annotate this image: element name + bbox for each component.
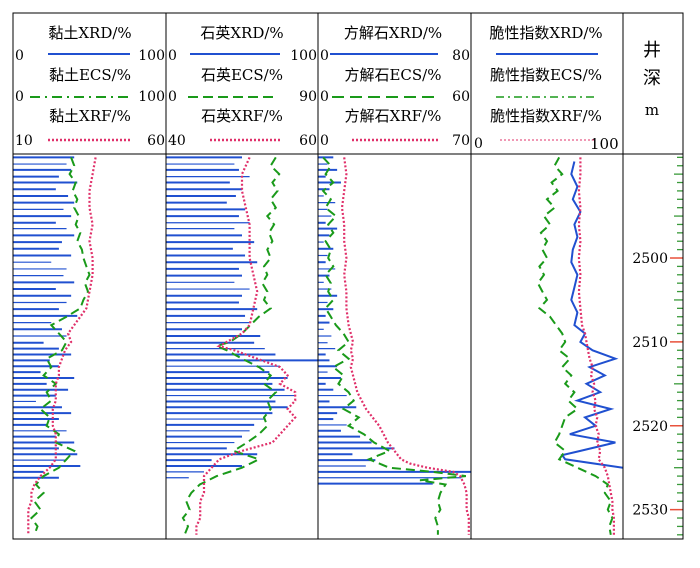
curve-label: 黏土XRF/%: [49, 107, 131, 125]
curve-max: 100: [138, 89, 165, 105]
quartz-curve-dash: [181, 156, 281, 536]
outer-border: [12, 12, 684, 540]
curve-label: 黏土ECS/%: [49, 66, 131, 84]
curve-max: 90: [299, 89, 317, 105]
curve-label: 脆性指数ECS/%: [490, 66, 602, 84]
curve-min: 0: [320, 89, 329, 105]
depth-tick-label: 2520: [632, 419, 668, 435]
header-quartz: 石英XRD/% 0 100 石英ECS/% 0 90 石英XRF/% 40 60: [168, 24, 317, 149]
depth-title-3: m: [645, 101, 659, 119]
curve-max: 70: [452, 133, 470, 149]
depth-tick-label: 2500: [632, 251, 668, 267]
curve-max: 100: [590, 135, 619, 153]
curve-label: 石英XRF/%: [201, 107, 283, 125]
curve-min: 0: [474, 136, 483, 152]
curve-max: 100: [290, 48, 317, 64]
curve-max: 60: [452, 89, 470, 105]
curve-min: 0: [168, 89, 177, 105]
curve-min: 0: [320, 48, 329, 64]
calcite-curve-dot: [340, 157, 470, 535]
curve-min: 10: [15, 133, 33, 149]
track-quartz: [166, 156, 318, 536]
curve-max: 100: [138, 48, 165, 64]
curve-label: 脆性指数XRD/%: [489, 24, 602, 42]
quartz-curve-dot: [195, 156, 297, 535]
grid-frame: [12, 12, 684, 540]
brittleness-curve-dot: [577, 157, 615, 535]
track-clay: [13, 156, 97, 536]
legend-lines: [30, 53, 598, 142]
depth-axis: 2500 2510 2520 2530: [632, 156, 683, 536]
brittleness-curve-line: [560, 161, 623, 469]
curve-label: 方解石XRD/%: [344, 24, 442, 42]
header-clay: 黏土XRD/% 0 100 黏土ECS/% 0 100 黏土XRF/% 10 6…: [15, 24, 165, 149]
curve-label: 脆性指数XRF/%: [490, 107, 602, 125]
depth-title-1: 井: [643, 40, 661, 61]
depth-title-2: 深: [643, 68, 661, 89]
track-calcite: [318, 156, 471, 535]
header-brittleness: 脆性指数XRD/% 脆性指数ECS/% 脆性指数XRF/% 0 100: [474, 24, 619, 153]
curve-label: 方解石ECS/%: [344, 66, 441, 84]
curve-min: 0: [15, 89, 24, 105]
curve-max: 60: [147, 133, 165, 149]
curve-max: 80: [452, 48, 470, 64]
curve-label: 黏土XRD/%: [48, 24, 131, 42]
curve-max: 60: [299, 133, 317, 149]
clay-curve-dash: [30, 157, 91, 536]
curve-min: 0: [168, 48, 177, 64]
clay-curve-dot: [27, 157, 97, 535]
curve-label: 石英ECS/%: [201, 66, 283, 84]
header-calcite: 方解石XRD/% 0 80 方解石ECS/% 0 60 方解石XRF/% 0 7…: [320, 24, 470, 149]
depth-tick-label: 2530: [632, 503, 668, 519]
calcite-curve-dash: [321, 156, 467, 535]
brittleness-curve-dash: [536, 156, 614, 535]
curve-min: 40: [168, 133, 186, 149]
curve-label: 石英XRD/%: [200, 24, 283, 42]
curve-min: 0: [320, 133, 329, 149]
depth-tick-label: 2510: [632, 335, 668, 351]
track-brittleness: [536, 156, 623, 535]
curve-min: 0: [15, 48, 24, 64]
depth-header: 井 深 m: [643, 40, 661, 119]
curve-label: 方解石XRF/%: [345, 107, 442, 125]
